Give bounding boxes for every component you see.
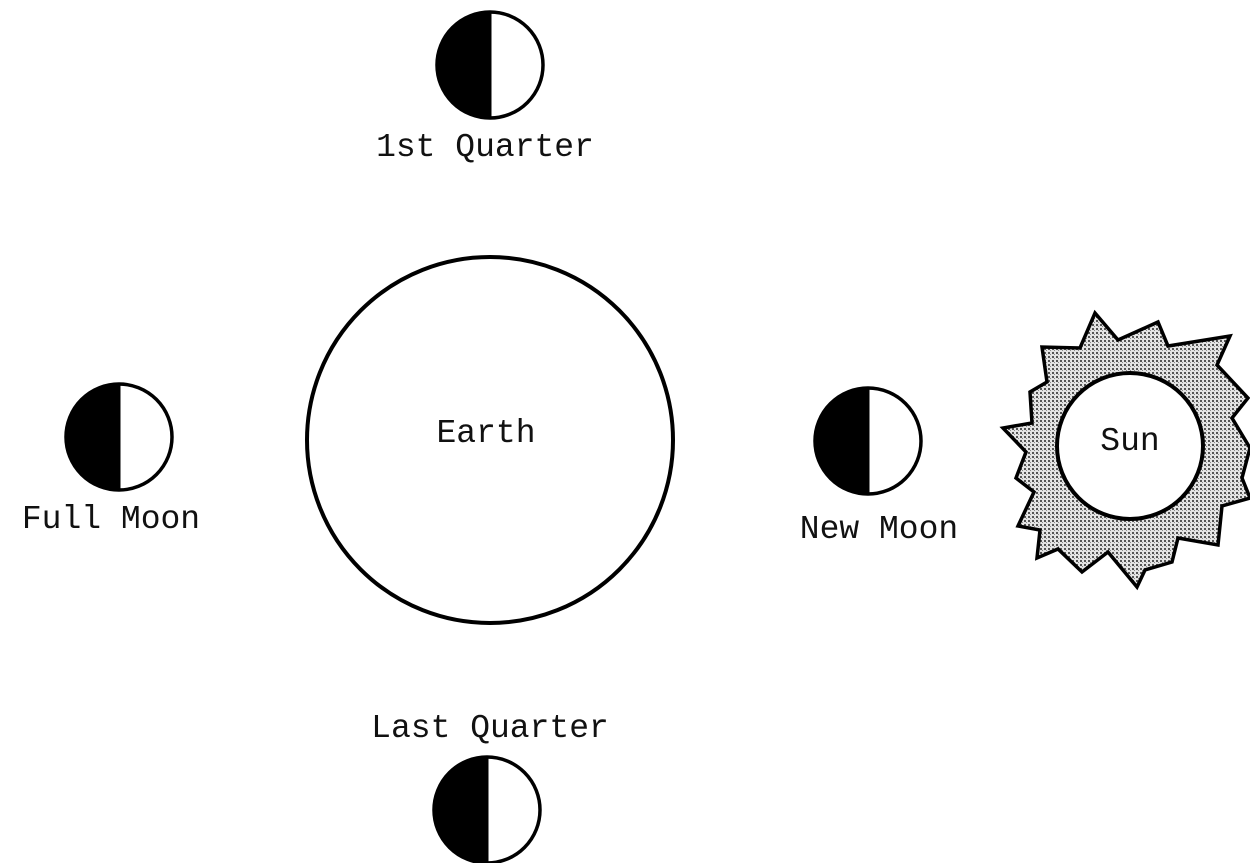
moon-new: New Moon <box>800 388 958 548</box>
last-quarter-label: Last Quarter <box>371 710 609 747</box>
moon-dark-half <box>437 12 490 118</box>
full-moon-label: Full Moon <box>22 501 200 538</box>
moon-dark-half <box>815 388 868 494</box>
first-quarter-label: 1st Quarter <box>376 129 594 166</box>
moon-dark-half <box>434 757 487 863</box>
moon-full: Full Moon <box>22 384 200 538</box>
moon-last-quarter: Last Quarter <box>371 710 609 863</box>
sun: Sun <box>1003 313 1250 587</box>
earth: Earth <box>307 257 673 623</box>
new-moon-label: New Moon <box>800 511 958 548</box>
earth-label: Earth <box>436 415 535 452</box>
moon-dark-half <box>66 384 119 490</box>
moon-first-quarter: 1st Quarter <box>376 12 594 166</box>
sun-label: Sun <box>1100 423 1159 460</box>
